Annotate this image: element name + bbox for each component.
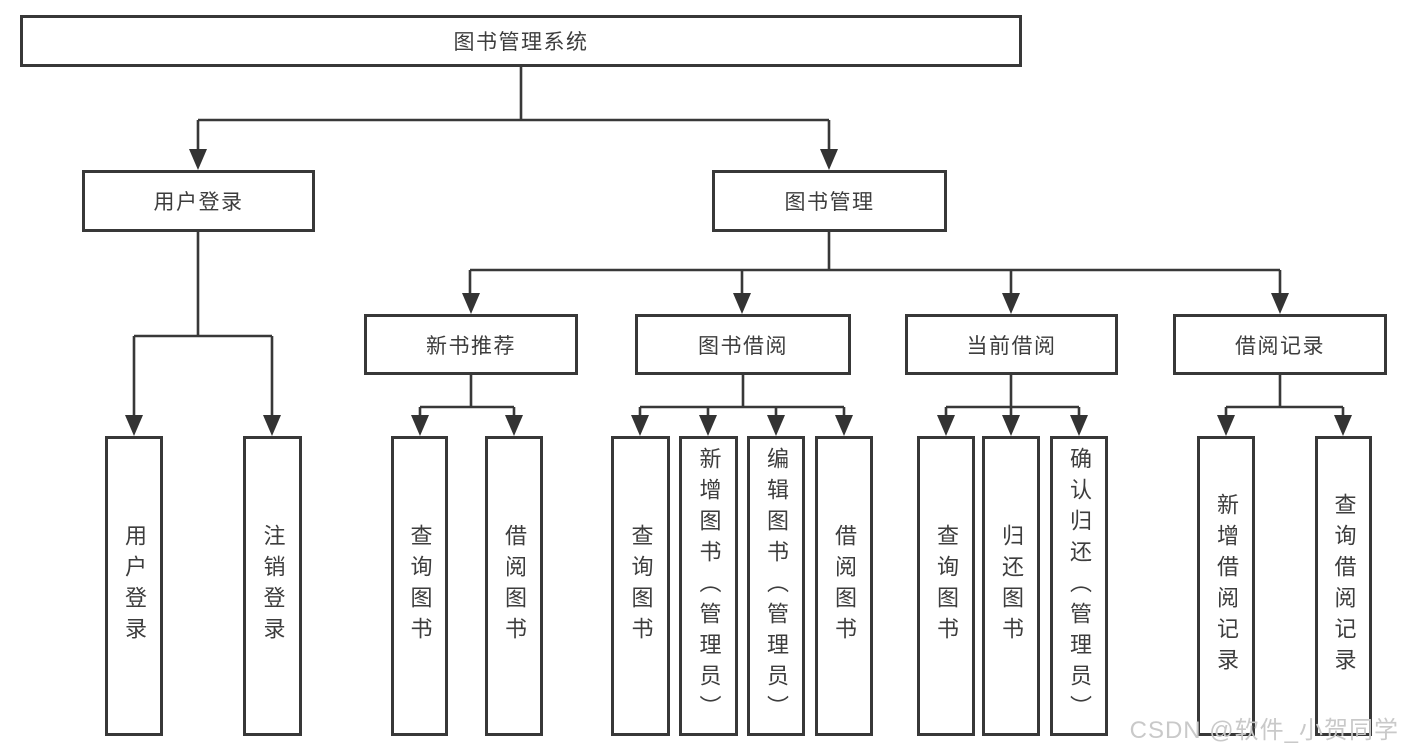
leaf-return-books-label: 归还图书 bbox=[999, 524, 1024, 648]
leaf-borrow-books: 借阅图书 bbox=[815, 436, 873, 736]
arrowhead bbox=[937, 415, 955, 436]
leaf-add-borrow-record-label: 新增借阅记录 bbox=[1214, 493, 1239, 679]
leaf-edit-book-admin-label: 编辑图书（管理员） bbox=[764, 446, 789, 726]
arrowhead bbox=[1070, 415, 1088, 436]
leaf-query-books: 查询图书 bbox=[611, 436, 670, 736]
leaf-user-login-label: 用户登录 bbox=[122, 524, 147, 648]
arrowhead bbox=[767, 415, 785, 436]
node-new-book-recommendation: 新书推荐 bbox=[364, 314, 578, 375]
leaf-add-book-admin-label: 新增图书（管理员） bbox=[696, 446, 722, 726]
node-root-label: 图书管理系统 bbox=[453, 31, 589, 54]
leaf-confirm-return-admin: 确认归还（管理员） bbox=[1050, 436, 1108, 736]
node-user-login-label: 用户登录 bbox=[153, 191, 244, 214]
node-book-management: 图书管理 bbox=[712, 170, 947, 232]
arrowhead bbox=[1002, 293, 1020, 314]
arrowhead bbox=[263, 415, 281, 436]
arrowhead bbox=[189, 149, 207, 170]
leaf-logout-label: 注销登录 bbox=[260, 524, 286, 648]
arrowhead bbox=[411, 415, 429, 436]
leaf-confirm-return-admin-label: 确认归还（管理员） bbox=[1067, 446, 1092, 726]
arrowhead bbox=[462, 293, 480, 314]
arrowhead bbox=[820, 149, 838, 170]
node-current-borrowing: 当前借阅 bbox=[905, 314, 1118, 375]
leaf-edit-book-admin: 编辑图书（管理员） bbox=[747, 436, 805, 736]
arrowhead bbox=[1271, 293, 1289, 314]
leaf-add-book-admin: 新增图书（管理员） bbox=[679, 436, 738, 736]
node-new-book-recommendation-label: 新书推荐 bbox=[426, 334, 516, 358]
arrowhead bbox=[505, 415, 523, 436]
leaf-logout: 注销登录 bbox=[243, 436, 302, 736]
leaf-borrow-books-label: 借阅图书 bbox=[832, 524, 857, 648]
leaf-query-borrow-record: 查询借阅记录 bbox=[1315, 436, 1372, 736]
arrowhead bbox=[699, 415, 717, 436]
leaf-user-login: 用户登录 bbox=[105, 436, 163, 736]
leaf-add-borrow-record: 新增借阅记录 bbox=[1197, 436, 1255, 736]
node-root: 图书管理系统 bbox=[20, 15, 1022, 67]
leaf-query-borrow-record-label: 查询借阅记录 bbox=[1331, 493, 1357, 679]
arrowhead bbox=[1334, 415, 1352, 436]
node-borrowing-records: 借阅记录 bbox=[1173, 314, 1387, 375]
arrowhead bbox=[631, 415, 649, 436]
node-borrowing-records-label: 借阅记录 bbox=[1235, 334, 1325, 358]
arrowhead bbox=[125, 415, 143, 436]
leaf-query-books-label: 查询图书 bbox=[407, 524, 433, 648]
node-book-borrowing-label: 图书借阅 bbox=[698, 334, 788, 358]
node-book-borrowing: 图书借阅 bbox=[635, 314, 851, 375]
arrowhead bbox=[1217, 415, 1235, 436]
leaf-query-books: 查询图书 bbox=[917, 436, 975, 736]
leaf-borrow-books: 借阅图书 bbox=[485, 436, 543, 736]
arrowhead bbox=[733, 293, 751, 314]
arrowhead bbox=[835, 415, 853, 436]
arrowhead bbox=[1002, 415, 1020, 436]
csdn-watermark: CSDN @软件_小贺同学 bbox=[1129, 717, 1399, 744]
leaf-borrow-books-label: 借阅图书 bbox=[502, 524, 527, 648]
node-current-borrowing-label: 当前借阅 bbox=[966, 334, 1057, 358]
leaf-query-books: 查询图书 bbox=[391, 436, 448, 736]
node-book-management-label: 图书管理 bbox=[784, 191, 875, 214]
leaf-query-books-label: 查询图书 bbox=[628, 524, 654, 648]
node-user-login: 用户登录 bbox=[82, 170, 315, 232]
leaf-query-books-label: 查询图书 bbox=[934, 524, 959, 648]
leaf-return-books: 归还图书 bbox=[982, 436, 1040, 736]
